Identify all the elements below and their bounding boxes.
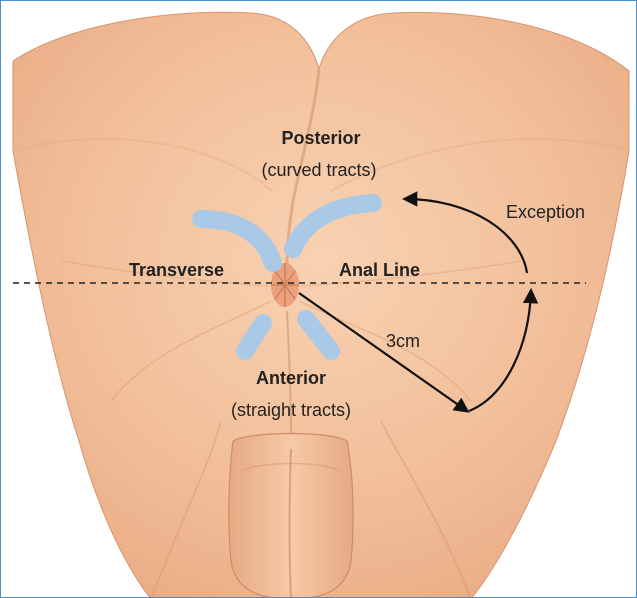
exception-label: Exception bbox=[506, 203, 585, 221]
posterior-label: Posterior bbox=[281, 129, 360, 147]
anterior-sublabel: (straight tracts) bbox=[231, 401, 351, 419]
posterior-sublabel: (curved tracts) bbox=[261, 161, 376, 179]
anterior-label: Anterior bbox=[256, 369, 326, 387]
anal-line-label: Anal Line bbox=[339, 261, 420, 279]
transverse-label: Transverse bbox=[129, 261, 224, 279]
distance-label: 3cm bbox=[386, 332, 420, 350]
